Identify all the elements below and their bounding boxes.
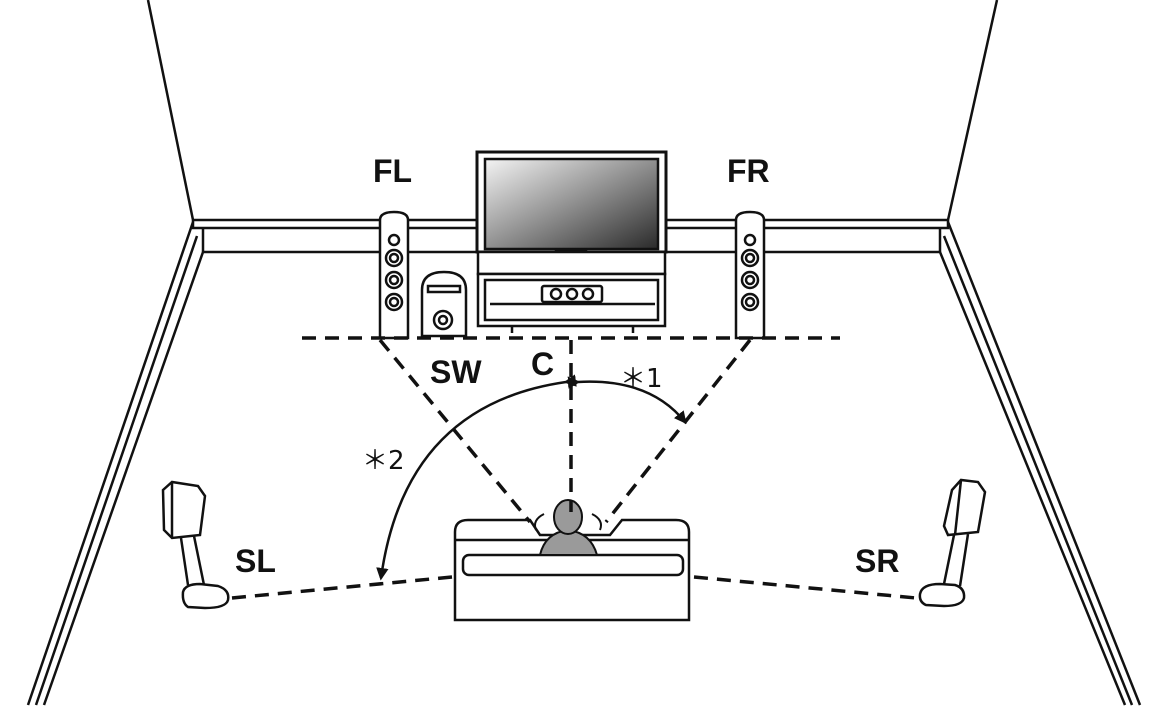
label-surround-left: SL (235, 543, 276, 579)
label-subwoofer: SW (430, 354, 482, 390)
surround-right-speaker (918, 478, 987, 608)
label-front-right: FR (727, 153, 770, 189)
angle-arcs (376, 374, 687, 581)
room-walls (26, 0, 1142, 706)
front-left-speaker (378, 210, 410, 340)
tv-rack (476, 250, 667, 333)
label-surround-right: SR (855, 543, 900, 579)
front-right-speaker (734, 210, 766, 340)
tv (475, 150, 668, 264)
footnote-marker-2: ＊2 (362, 446, 405, 476)
label-center: C (531, 346, 555, 382)
listener (534, 499, 602, 556)
subwoofer (420, 270, 468, 338)
footnote-marker-1: ＊1 (620, 364, 663, 394)
surround-left-speaker (161, 480, 230, 610)
label-front-left: FL (373, 153, 413, 189)
